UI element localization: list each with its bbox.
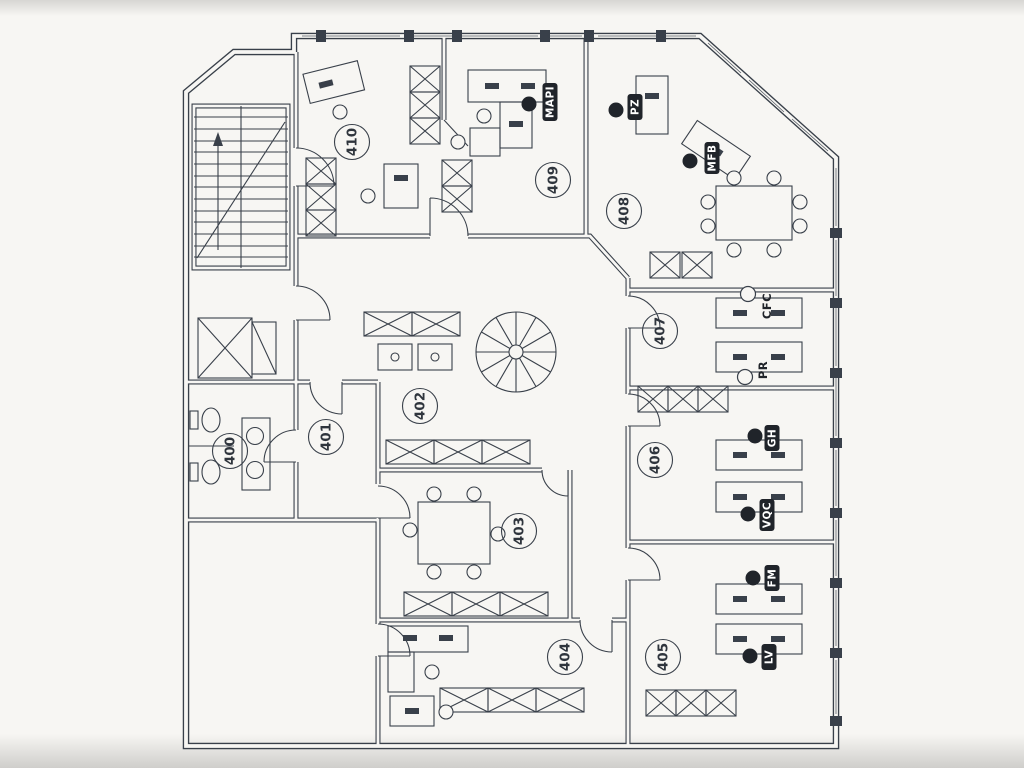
person-tag-lv: LV bbox=[742, 644, 777, 670]
svg-text:406: 406 bbox=[648, 446, 664, 474]
room-label-408: 408 bbox=[605, 192, 643, 230]
svg-text:408: 408 bbox=[617, 197, 633, 225]
room-408-meeting-table bbox=[700, 170, 808, 258]
room-405-desks bbox=[716, 584, 802, 654]
room-label-410: 410 bbox=[333, 123, 371, 161]
person-tag-mapi: MAPI bbox=[521, 83, 558, 121]
person-tag-pz: PZ bbox=[608, 94, 643, 120]
person-tag-fm: FM bbox=[745, 565, 780, 591]
svg-text:410: 410 bbox=[345, 128, 361, 156]
svg-text:FM: FM bbox=[767, 569, 779, 588]
room-labels: 400 401 402 403 404 405 406 407 408 409 … bbox=[211, 123, 682, 676]
person-tag-pr: PR bbox=[736, 361, 770, 386]
room-406-desks bbox=[716, 440, 802, 512]
svg-text:CFC: CFC bbox=[760, 293, 774, 319]
room-label-402: 402 bbox=[401, 387, 439, 425]
svg-text:MAPI: MAPI bbox=[545, 86, 557, 118]
room-label-407: 407 bbox=[641, 312, 679, 350]
svg-text:PZ: PZ bbox=[630, 99, 642, 115]
window-glazing-lines bbox=[302, 35, 837, 714]
svg-text:409: 409 bbox=[546, 166, 562, 194]
svg-text:PR: PR bbox=[756, 361, 770, 379]
svg-text:405: 405 bbox=[656, 643, 672, 671]
svg-text:401: 401 bbox=[319, 423, 335, 451]
people-tags: MAPI PZ MFB CFC PR GH bbox=[521, 83, 780, 670]
room-410-desks bbox=[302, 60, 419, 209]
room-label-401: 401 bbox=[307, 418, 345, 456]
svg-text:LV: LV bbox=[764, 649, 776, 664]
svg-text:402: 402 bbox=[413, 392, 429, 420]
room-label-409: 409 bbox=[534, 161, 572, 199]
person-tag-gh: GH bbox=[747, 425, 780, 451]
svg-text:407: 407 bbox=[653, 317, 669, 345]
door-swings bbox=[263, 119, 661, 657]
room-label-405: 405 bbox=[644, 638, 682, 676]
person-tag-mfb: MFB bbox=[682, 142, 720, 174]
svg-text:VQC: VQC bbox=[762, 502, 774, 528]
room-409-desks bbox=[450, 69, 547, 157]
hall-side-tables bbox=[377, 343, 453, 371]
room-label-406: 406 bbox=[636, 441, 674, 479]
svg-text:404: 404 bbox=[558, 643, 574, 671]
restroom-fixtures bbox=[188, 407, 271, 491]
room-label-403: 403 bbox=[500, 512, 538, 550]
svg-text:400: 400 bbox=[223, 437, 239, 465]
person-tag-vqc: VQC bbox=[740, 499, 775, 531]
person-tag-cfc: CFC bbox=[739, 285, 774, 319]
room-404-desks bbox=[387, 625, 469, 727]
room-label-400: 400 bbox=[211, 432, 249, 470]
spiral-staircase bbox=[475, 311, 557, 393]
svg-text:GH: GH bbox=[767, 429, 779, 447]
svg-text:MFB: MFB bbox=[707, 144, 719, 171]
elevator bbox=[197, 317, 277, 379]
structural-columns bbox=[316, 30, 842, 726]
staircase bbox=[194, 106, 288, 268]
room-label-404: 404 bbox=[546, 638, 584, 676]
svg-text:403: 403 bbox=[512, 517, 528, 545]
room-403-table bbox=[402, 486, 506, 580]
